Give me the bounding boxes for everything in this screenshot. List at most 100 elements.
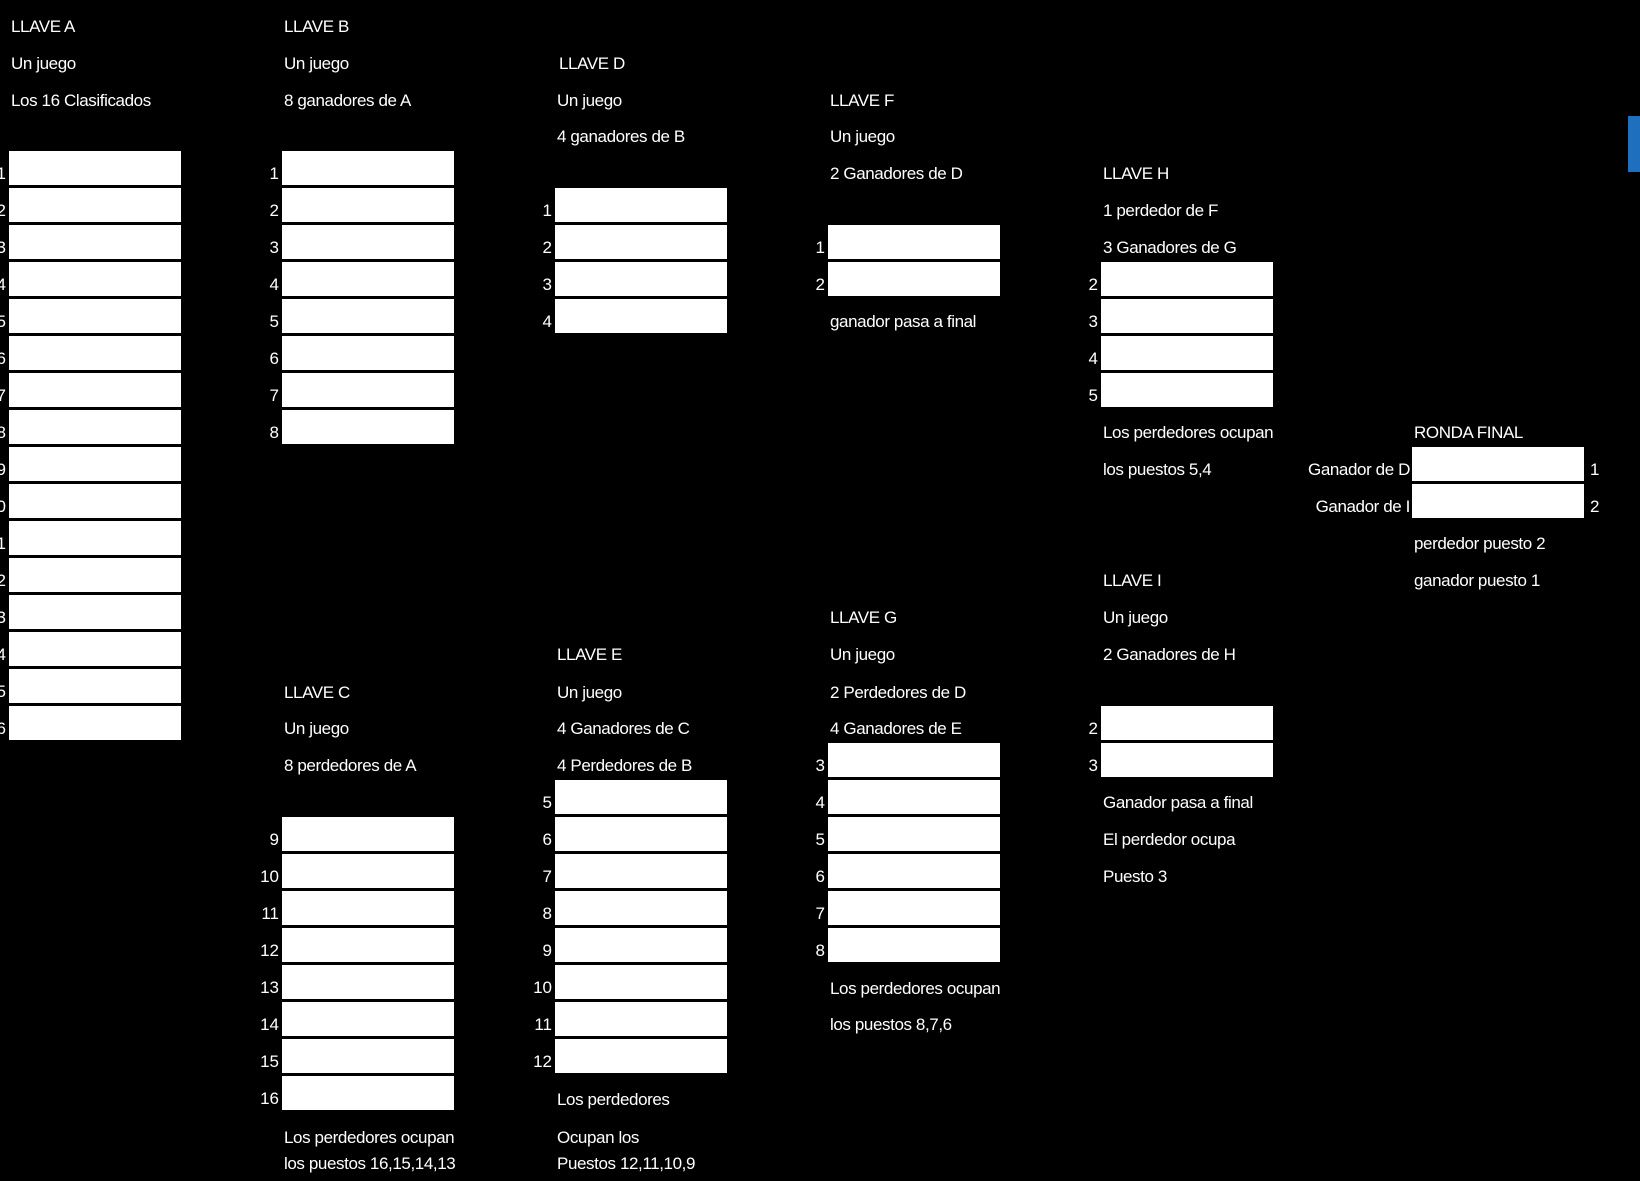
final-round-note: perdedor puesto 2 xyxy=(1414,534,1546,553)
edge-accent-bar xyxy=(1628,116,1640,172)
slot-box[interactable] xyxy=(282,1002,454,1036)
bracket-i-line: Un juego xyxy=(1103,608,1168,627)
slot-box[interactable] xyxy=(828,780,1000,814)
slot-number: 5 xyxy=(269,312,279,331)
slot-box[interactable] xyxy=(555,299,727,333)
slot-box[interactable] xyxy=(9,521,181,555)
slot-number: 11 xyxy=(534,1015,552,1034)
slot-box[interactable] xyxy=(9,188,181,222)
slot-number: 6 xyxy=(0,349,6,368)
slot-box[interactable] xyxy=(555,965,727,999)
slot-number: 2 xyxy=(542,238,552,257)
slot-box[interactable] xyxy=(555,1002,727,1036)
slot-number: 5 xyxy=(0,312,6,331)
slot-number: 16 xyxy=(260,1089,279,1108)
slot-box[interactable] xyxy=(282,336,454,370)
bracket-d-title: LLAVE D xyxy=(559,54,625,73)
slot-number: 8 xyxy=(815,941,825,960)
slot-box[interactable] xyxy=(282,188,454,222)
slot-box[interactable] xyxy=(9,669,181,703)
slot-box[interactable] xyxy=(555,225,727,259)
slot-box[interactable] xyxy=(555,891,727,925)
slot-box[interactable] xyxy=(1101,373,1273,407)
bracket-i-note: Ganador pasa a final xyxy=(1103,793,1253,812)
slot-box[interactable] xyxy=(9,225,181,259)
slot-box[interactable] xyxy=(282,151,454,185)
slot-number: 11 xyxy=(0,534,6,553)
slot-box[interactable] xyxy=(828,225,1000,259)
slot-box[interactable] xyxy=(828,891,1000,925)
bracket-c-line: 8 perdedores de A xyxy=(284,756,417,775)
slot-box[interactable] xyxy=(828,854,1000,888)
slot-box[interactable] xyxy=(282,225,454,259)
slot-box[interactable] xyxy=(9,336,181,370)
slot-box[interactable] xyxy=(282,1039,454,1073)
slot-box[interactable] xyxy=(9,447,181,481)
slot-box[interactable] xyxy=(9,373,181,407)
slot-number: 6 xyxy=(815,867,825,886)
slot-box[interactable] xyxy=(9,484,181,518)
slot-box[interactable] xyxy=(9,632,181,666)
final-slot-number: 2 xyxy=(1590,497,1600,516)
slot-number: 7 xyxy=(269,386,279,405)
slot-box[interactable] xyxy=(282,262,454,296)
slot-box[interactable] xyxy=(828,817,1000,851)
bracket-e-note: Los perdedores xyxy=(557,1090,670,1109)
slot-number: 7 xyxy=(542,867,552,886)
slot-number: 4 xyxy=(0,275,6,294)
bracket-h-line: 1 perdedor de F xyxy=(1103,201,1218,220)
slot-box[interactable] xyxy=(282,928,454,962)
slot-box[interactable] xyxy=(9,262,181,296)
slot-box[interactable] xyxy=(828,743,1000,777)
slot-box[interactable] xyxy=(9,558,181,592)
slot-number: 12 xyxy=(0,571,6,590)
slot-box[interactable] xyxy=(282,817,454,851)
bracket-b-title: LLAVE B xyxy=(284,17,349,36)
slot-number: 2 xyxy=(1088,275,1098,294)
slot-number: 4 xyxy=(815,793,825,812)
slot-number: 2 xyxy=(269,201,279,220)
slot-box[interactable] xyxy=(555,780,727,814)
slot-box[interactable] xyxy=(9,410,181,444)
slot-box[interactable] xyxy=(555,854,727,888)
final-slot-box[interactable] xyxy=(1412,447,1584,481)
slot-box[interactable] xyxy=(828,262,1000,296)
final-slot-box[interactable] xyxy=(1412,484,1584,518)
bracket-g-line: Un juego xyxy=(830,645,895,664)
slot-box[interactable] xyxy=(1101,262,1273,296)
slot-box[interactable] xyxy=(9,595,181,629)
slot-box[interactable] xyxy=(282,891,454,925)
bracket-h-title: LLAVE H xyxy=(1103,164,1169,183)
slot-box[interactable] xyxy=(9,299,181,333)
bracket-i-note: Puesto 3 xyxy=(1103,867,1167,886)
slot-box[interactable] xyxy=(555,188,727,222)
slot-box[interactable] xyxy=(1101,743,1273,777)
slot-box[interactable] xyxy=(282,1076,454,1110)
bracket-f-note: ganador pasa a final xyxy=(830,312,977,331)
slot-box[interactable] xyxy=(555,262,727,296)
slot-box[interactable] xyxy=(282,373,454,407)
slot-number: 15 xyxy=(260,1052,279,1071)
slot-number: 3 xyxy=(269,238,279,257)
slot-number: 3 xyxy=(0,238,6,257)
slot-number: 10 xyxy=(260,867,279,886)
bracket-i-note: El perdedor ocupa xyxy=(1103,830,1236,849)
slot-box[interactable] xyxy=(9,706,181,740)
slot-box[interactable] xyxy=(828,928,1000,962)
slot-box[interactable] xyxy=(555,1039,727,1073)
slot-box[interactable] xyxy=(1101,336,1273,370)
slot-box[interactable] xyxy=(555,817,727,851)
slot-box[interactable] xyxy=(282,410,454,444)
bracket-e-title: LLAVE E xyxy=(557,645,622,664)
slot-box[interactable] xyxy=(9,151,181,185)
slot-box[interactable] xyxy=(555,928,727,962)
slot-number: 3 xyxy=(542,275,552,294)
slot-box[interactable] xyxy=(1101,706,1273,740)
slot-number: 2 xyxy=(1088,719,1098,738)
slot-box[interactable] xyxy=(1101,299,1273,333)
slot-box[interactable] xyxy=(282,299,454,333)
slot-number: 9 xyxy=(0,460,6,479)
slot-box[interactable] xyxy=(282,854,454,888)
final-round-title: RONDA FINAL xyxy=(1414,423,1523,442)
slot-box[interactable] xyxy=(282,965,454,999)
